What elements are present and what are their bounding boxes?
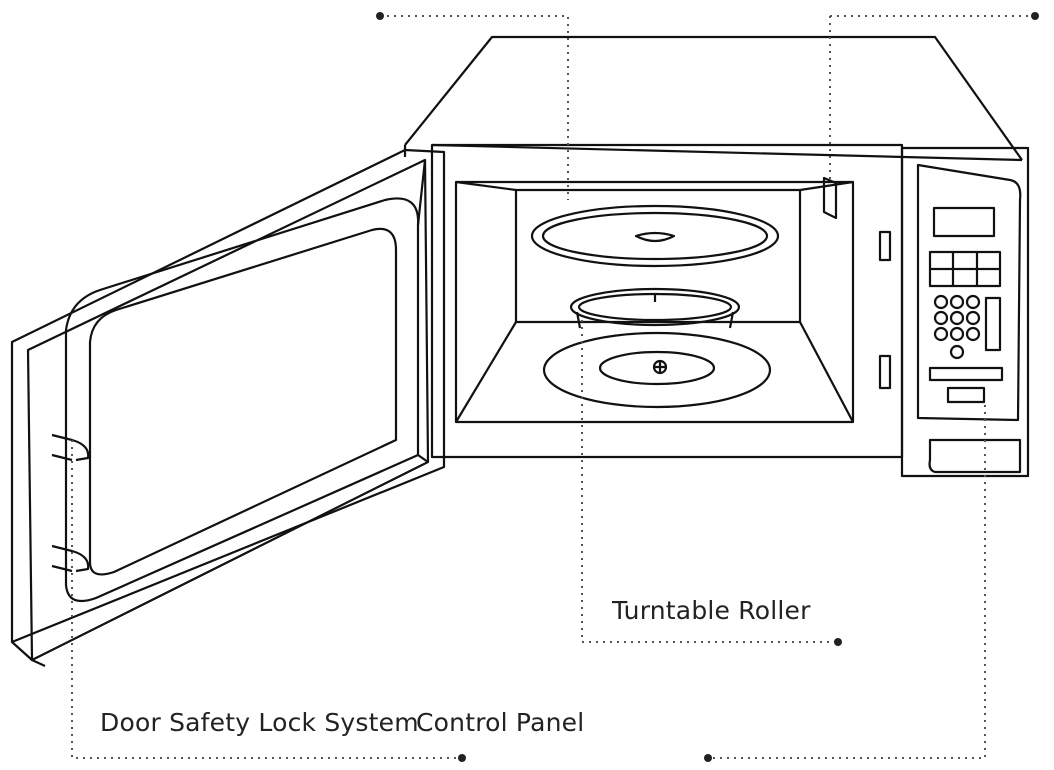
turntable-base: [542, 331, 772, 409]
label-turntable-roller: Turntable Roller: [612, 596, 811, 625]
turntable-roller-ring: [569, 287, 741, 329]
glass-tray: [530, 204, 780, 268]
oven-cavity: [454, 176, 892, 424]
leader-dot: [1031, 12, 1039, 20]
leader-door: [71, 440, 462, 759]
microwave-door: [10, 148, 446, 667]
label-control-panel: Control Panel: [416, 708, 585, 737]
leader-dot: [704, 754, 712, 762]
label-door-safety-lock-system: Door Safety Lock System: [100, 708, 419, 737]
leader-dot: [458, 754, 466, 762]
door-hooks: [51, 433, 90, 573]
leader-dot: [834, 638, 842, 646]
leader-glass-tray: [380, 15, 569, 200]
leader-roller: [581, 320, 838, 643]
leader-lines: [71, 15, 1035, 759]
leader-dot: [376, 12, 384, 20]
microwave-cabinet: [403, 35, 1030, 478]
control-panel: [916, 163, 1022, 474]
